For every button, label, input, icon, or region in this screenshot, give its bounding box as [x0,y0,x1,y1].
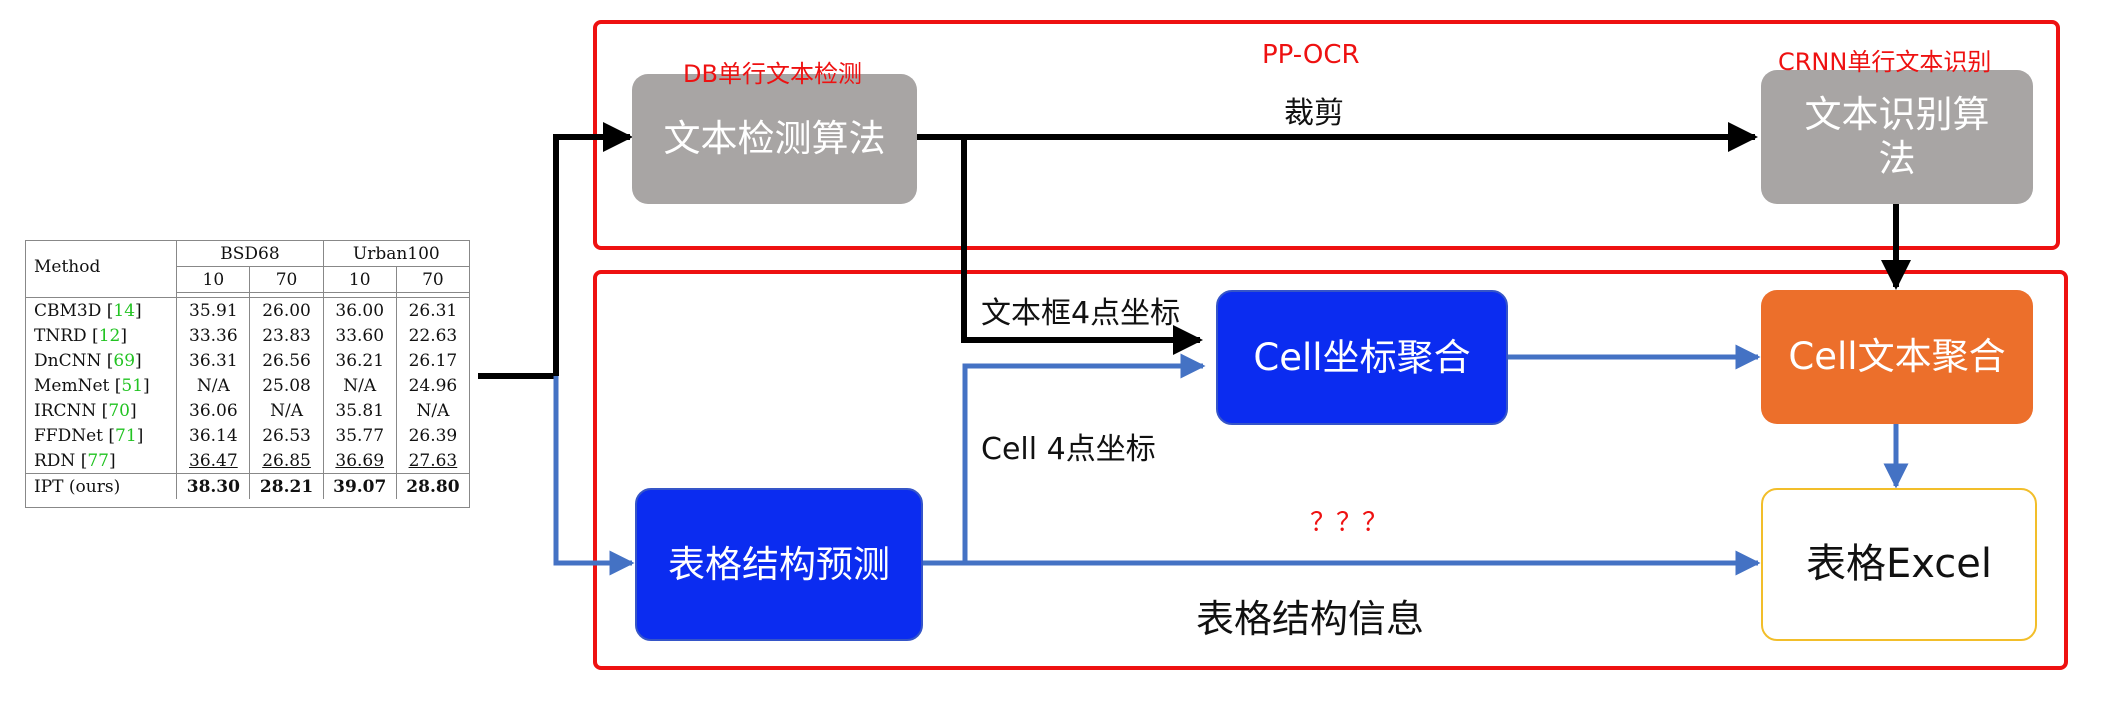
table-row-ours: IPT (ours) 38.30 28.21 39.07 28.80 [26,473,469,499]
value-cell: 26.00 [249,297,324,323]
value-cell: 25.08 [249,373,324,398]
value-cell: N/A [416,400,450,421]
sub-column-header: 70 [249,266,324,293]
value-cell: N/A [176,373,251,398]
value-cell: 26.53 [249,423,324,448]
table-row: FFDNet [71] 36.14 26.53 35.77 26.39 [26,423,469,448]
column-group-bsd68: BSD68 [176,241,324,267]
crnn-title: CRNN单行文本识别 [1778,48,1992,76]
cell-coord-merge-label: Cell坐标聚合 [1253,335,1471,379]
table-row: MemNet [51] N/A 25.08 N/A 24.96 [26,373,469,398]
table-row: TNRD [12] 33.36 23.83 33.60 22.63 [26,323,469,348]
arrow-to-text-detection [553,122,633,376]
value-cell: 35.81 [323,398,397,423]
cell-coord-merge-box: Cell坐标聚合 [1216,290,1508,425]
arrow-to-structure-pred [553,376,635,576]
value-cell: 22.63 [408,325,458,346]
sub-column-header: 10 [176,266,251,293]
method-cell: FFDNet [71] [26,423,178,448]
column-group-urban100: Urban100 [323,241,469,267]
table-structure-pred-label: 表格结构预测 [668,542,890,586]
value-cell: 26.39 [408,425,458,446]
value-cell: 24.96 [408,375,458,396]
db-title: DB单行文本检测 [683,60,862,88]
value-cell: 35.91 [176,297,251,323]
question-marks: ？？？ [1310,508,1389,538]
value-cell: 39.07 [323,473,397,499]
text-detection-box: 文本检测算法 [632,74,917,204]
value-cell: 33.36 [176,323,251,348]
value-cell: 28.21 [249,473,324,499]
method-cell: MemNet [51] [26,373,178,398]
value-cell: 28.80 [396,473,469,499]
column-header-method: Method [26,241,178,293]
method-cell: IPT (ours) [26,473,178,499]
value-cell: 26.56 [249,348,324,373]
value-cell: 36.47 [176,448,251,474]
value-cell: 26.85 [249,448,324,474]
value-cell: 38.30 [176,473,251,499]
benchmark-table: Method BSD68 Urban100 10 70 10 70 CBM3D … [26,241,469,499]
text-recognition-label: 文本识别算 法 [1804,93,1990,180]
value-cell: 36.21 [323,348,397,373]
table-pipeline-frame [593,270,2068,670]
cell-text-merge-label: Cell文本聚合 [1788,335,2006,379]
value-cell: 36.31 [176,348,251,373]
text-detection-label: 文本检测算法 [663,117,886,161]
input-table-image: Method BSD68 Urban100 10 70 10 70 CBM3D … [25,240,470,508]
value-cell: 36.69 [323,448,397,474]
table-excel-box: 表格Excel [1761,488,2037,641]
cell-coords-label: Cell 4点坐标 [981,432,1156,467]
sub-column-header: 10 [323,266,397,293]
table-structure-info-label: 表格结构信息 [1196,597,1425,641]
value-cell: 36.06 [176,398,251,423]
method-cell: TNRD [12] [26,323,178,348]
method-cell: DnCNN [69] [26,348,178,373]
table-row: DnCNN [69] 36.31 26.56 36.21 26.17 [26,348,469,373]
value-cell: 36.14 [176,423,251,448]
value-cell: 36.00 [323,297,397,323]
arrow-cell-coords [962,353,1206,563]
value-cell: N/A [323,373,397,398]
value-cell: 35.77 [323,423,397,448]
value-cell: N/A [249,398,324,423]
method-cell: RDN [77] [26,448,178,474]
sub-column-header: 70 [396,266,469,293]
text-recognition-box: 文本识别算 法 [1761,70,2033,204]
value-cell: 26.31 [408,300,458,321]
value-cell: 26.17 [408,350,458,371]
cell-text-merge-box: Cell文本聚合 [1761,290,2033,424]
table-row: RDN [77] 36.47 26.85 36.69 27.63 [26,448,469,474]
table-row: IRCNN [70] 36.06 N/A 35.81 N/A [26,398,469,423]
table-row: CBM3D [14] 35.91 26.00 36.00 26.31 [26,297,469,323]
text-box-coords-label: 文本框4点坐标 [981,296,1181,331]
table-excel-label: 表格Excel [1806,540,1992,587]
ppocr-title: PP-OCR [1262,40,1360,70]
method-cell: IRCNN [70] [26,398,178,423]
value-cell: 27.63 [408,450,458,471]
arrow-text-box-coords [961,137,1203,355]
value-cell: 33.60 [323,323,397,348]
crop-label: 裁剪 [1284,96,1344,131]
table-structure-pred-box: 表格结构预测 [635,488,923,641]
method-cell: CBM3D [14] [26,297,178,323]
value-cell: 23.83 [249,323,324,348]
